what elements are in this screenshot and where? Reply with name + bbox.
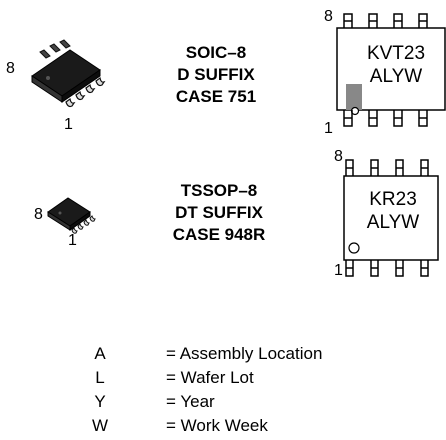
- tssop-line-3: CASE 948R: [172, 225, 266, 244]
- soic-description: SOIC–8 D SUFFIX CASE 751: [146, 42, 286, 108]
- legend-row-year: Y = Year: [0, 392, 446, 416]
- soic-line-2: D SUFFIX: [177, 65, 255, 84]
- soic-marking-pin-8-label: 8: [324, 8, 333, 25]
- legend-definition: = Year: [166, 392, 215, 411]
- legend-row-assembly: A = Assembly Location: [0, 344, 446, 368]
- soic-marking-line-2: ALYW: [369, 66, 423, 87]
- tssop-pin-8-label: 8: [34, 206, 43, 223]
- tssop-description: TSSOP–8 DT SUFFIX CASE 948R: [146, 180, 292, 246]
- soic-marking-pin-1-label: 1: [324, 120, 333, 137]
- tssop-pin-1-label: 1: [68, 232, 77, 249]
- tssop-marking-diagram: [343, 159, 439, 277]
- soic-package-icon: [31, 39, 106, 108]
- legend-letter: Y: [94, 392, 106, 411]
- tssop-package-icon: [47, 197, 96, 234]
- tssop-marking-text: KR23 ALYW: [356, 188, 430, 234]
- legend-row-wafer-lot: L = Wafer Lot: [0, 368, 446, 392]
- soic-marking-text: KVT23 ALYW: [356, 42, 436, 88]
- tssop-line-1: TSSOP–8: [180, 181, 258, 200]
- tssop-marking-pin-8-label: 8: [334, 148, 343, 165]
- soic-marking-line-1: KVT23: [366, 43, 426, 64]
- tssop-marking-line-1: KR23: [369, 189, 417, 210]
- soic-marking-diagram: [336, 13, 446, 127]
- soic-line-3: CASE 751: [175, 87, 257, 106]
- tssop-marking-pin-1-label: 1: [334, 262, 343, 279]
- legend-letter: L: [95, 368, 105, 387]
- legend-letter: W: [91, 416, 109, 435]
- soic-pin-8-label: 8: [6, 60, 15, 77]
- tssop-marking-line-2: ALYW: [366, 212, 420, 233]
- soic-pin-1-label: 1: [64, 116, 73, 133]
- soic-line-1: SOIC–8: [185, 43, 247, 62]
- legend-letter: A: [94, 344, 106, 363]
- tssop-line-2: DT SUFFIX: [175, 203, 263, 222]
- legend-definition: = Assembly Location: [166, 344, 323, 363]
- legend-row-work-week: W = Work Week: [0, 416, 446, 440]
- legend-definition: = Wafer Lot: [166, 368, 254, 387]
- legend-definition: = Work Week: [166, 416, 268, 435]
